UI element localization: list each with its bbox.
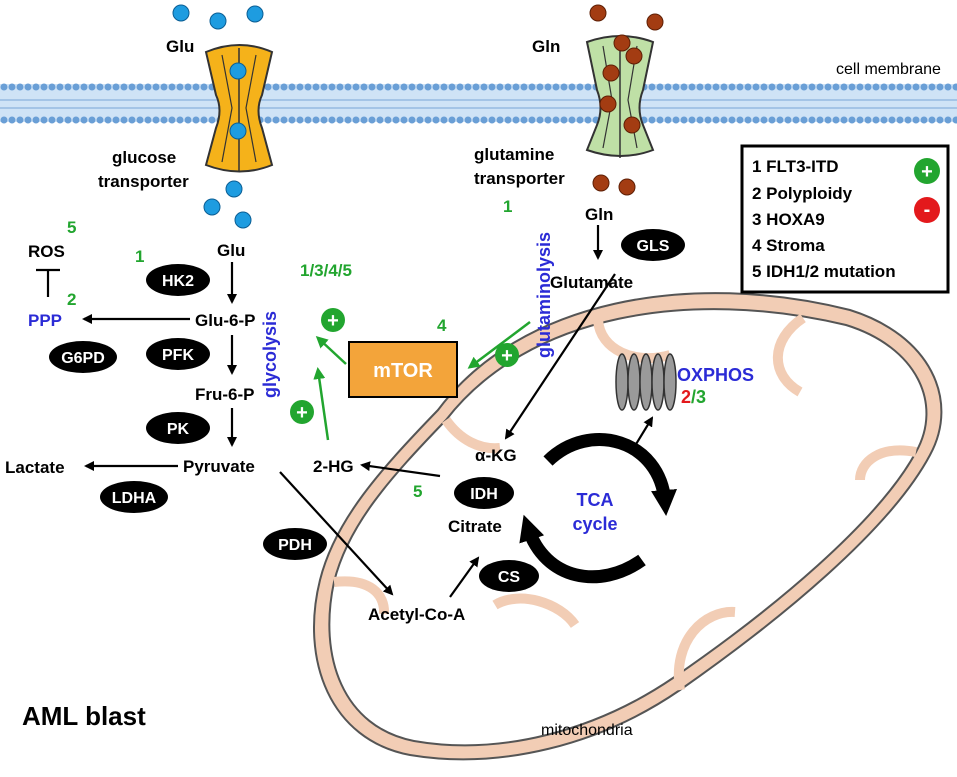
mitochondria-label: mitochondria: [541, 722, 633, 739]
svg-text:PDH: PDH: [278, 537, 312, 554]
enzyme-cs: CS: [479, 560, 539, 592]
mtor-box: mTOR: [349, 342, 457, 397]
svg-text:+: +: [921, 161, 933, 183]
cell-membrane: [0, 84, 957, 124]
svg-text:+: +: [501, 345, 513, 367]
glutamine-transporter-label-2: transporter: [474, 169, 565, 188]
legend-item-5: 5 IDH1/2 mutation: [752, 262, 896, 281]
glu-cytosol-label: Glu: [217, 241, 245, 260]
svg-text:PK: PK: [167, 421, 190, 438]
svg-text:LDHA: LDHA: [112, 490, 157, 507]
enzyme-hk2: HK2: [146, 264, 210, 296]
ppp-regulator-number: 2: [67, 290, 76, 309]
glucose-transporter-label-2: transporter: [98, 172, 189, 191]
ros-regulator-number: 5: [67, 218, 76, 237]
svg-text:+: +: [327, 310, 339, 332]
enzyme-pk: PK: [146, 412, 210, 444]
acetylcoa-label: Acetyl-Co-A: [368, 605, 465, 624]
legend-item-1: 1 FLT3-ITD: [752, 157, 839, 176]
akg-label: α-KG: [475, 446, 517, 465]
ros-label: ROS: [28, 242, 65, 261]
svg-text:IDH: IDH: [470, 486, 498, 503]
svg-text:CS: CS: [498, 569, 521, 586]
tca-label-2: cycle: [572, 514, 617, 534]
glycolysis-regulator-numbers: 1/3/4/5: [300, 261, 352, 280]
enzyme-ldha: LDHA: [100, 481, 168, 513]
svg-text:G6PD: G6PD: [61, 350, 105, 367]
citrate-label: Citrate: [448, 517, 502, 536]
idh-regulator-number: 5: [413, 482, 422, 501]
membrane-label: cell membrane: [836, 61, 941, 78]
glucose-transporter-label-1: glucose: [112, 148, 176, 167]
plus-sign-icon: +: [290, 400, 314, 424]
glycolysis-label: glycolysis: [260, 311, 280, 398]
mtor-regulator-number: 4: [437, 316, 447, 335]
tca-label-1: TCA: [577, 490, 614, 510]
oxphos-regulators: 2/3: [681, 387, 706, 407]
lactate-label: Lactate: [5, 458, 65, 477]
plus-sign-icon: +: [495, 343, 519, 367]
fru6p-label: Fru-6-P: [195, 385, 255, 404]
svg-text:PFK: PFK: [162, 347, 194, 364]
plus-sign-icon: +: [321, 308, 345, 332]
2hg-label: 2-HG: [313, 457, 354, 476]
glutaminolysis-regulator-number: 1: [503, 197, 512, 216]
glutamine-transporter-label-1: glutamine: [474, 145, 554, 164]
gln-cytosol-label: Gln: [585, 205, 613, 224]
hk2-regulator-number: 1: [135, 247, 144, 266]
svg-text:+: +: [296, 402, 308, 424]
pyruvate-label: Pyruvate: [183, 457, 255, 476]
legend-minus-icon: -: [914, 197, 940, 223]
svg-text:GLS: GLS: [637, 238, 670, 255]
enzyme-g6pd: G6PD: [49, 341, 117, 373]
glutamate-label: Glutamate: [550, 273, 633, 292]
enzyme-idh: IDH: [454, 477, 514, 509]
glucose-label: Glu: [166, 37, 194, 56]
legend-item-4: 4 Stroma: [752, 236, 825, 255]
mtor-label: mTOR: [373, 360, 433, 382]
legend-plus-icon: +: [914, 158, 940, 184]
oxphos-complex-icon: [616, 354, 676, 410]
ppp-label: PPP: [28, 311, 62, 330]
legend-item-2: 2 Polyploidy: [752, 184, 853, 203]
glutaminolysis-label: glutaminolysis: [534, 232, 554, 358]
glutamine-label: Gln: [532, 37, 560, 56]
svg-text:-: -: [924, 199, 931, 221]
oxphos-label: OXPHOS: [677, 365, 754, 385]
svg-text:HK2: HK2: [162, 273, 194, 290]
legend-item-3: 3 HOXA9: [752, 210, 825, 229]
enzyme-pdh: PDH: [263, 528, 327, 560]
cell-type-label: AML blast: [22, 701, 146, 731]
legend: 1 FLT3-ITD 2 Polyploidy 3 HOXA9 4 Stroma…: [742, 146, 948, 292]
enzyme-gls: GLS: [621, 229, 685, 261]
enzyme-pfk: PFK: [146, 338, 210, 370]
glu6p-label: Glu-6-P: [195, 311, 255, 330]
